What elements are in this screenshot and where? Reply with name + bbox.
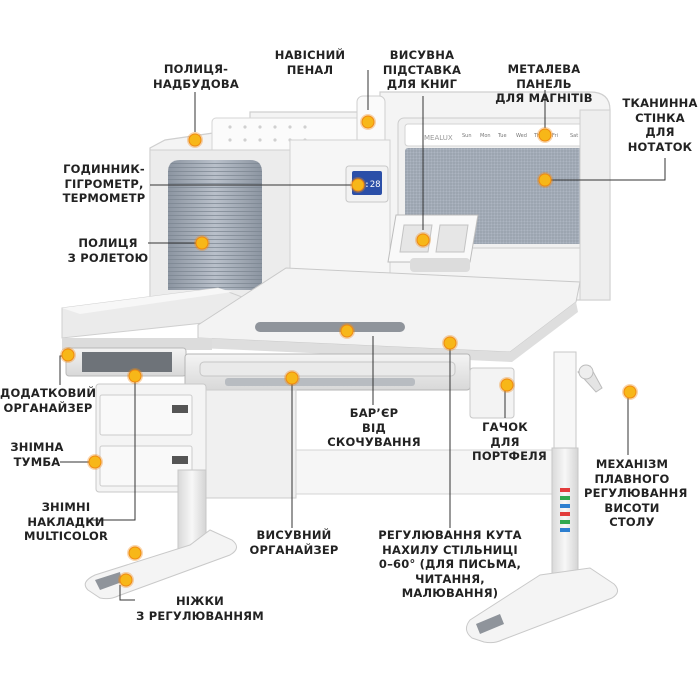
marker-inner-drawer (127, 368, 143, 384)
roller-shelf (168, 160, 262, 290)
marker-pencil-case (360, 114, 376, 130)
svg-text:Sat: Sat (570, 133, 578, 139)
hutch: 11:28 MEALUX Sun Mon Tue Wed Thu Fri Sat (149, 91, 611, 301)
removable-cabinet (95, 383, 297, 499)
weekday-strip: Sun Mon Tue Wed Thu Fri Sat (462, 133, 578, 139)
label-extra-organizer: ДОДАТКОВИЙ ОРГАНАЙЗЕР (0, 386, 97, 415)
label-height-mechanism: МЕХАНІЗМ ПЛАВНОГО РЕГУЛЮВАННЯ ВИСОТИ СТО… (584, 457, 688, 529)
label-book-stand: ВИСУВНА ПІДСТАВКА ДЛЯ КНИГ (382, 48, 462, 91)
svg-text:Tue: Tue (497, 133, 507, 139)
book-stand (387, 214, 479, 272)
label-shelf-top: ПОЛИЦЯ- НАДБУДОВА (153, 62, 239, 91)
clock-digits: 11:28 (353, 180, 380, 190)
marker-height-mechanism (622, 384, 638, 400)
label-metal-panel: МЕТАЛЕВА ПАНЕЛЬ ДЛЯ МАГНІТІВ (495, 62, 593, 105)
marker-bag-hook (499, 377, 515, 393)
label-pencil-case: НАВІСНИЙ ПЕНАЛ (274, 48, 346, 77)
svg-text:Mon: Mon (480, 133, 491, 139)
label-bag-hook: ГАЧОК ДЛЯ ПОРТФЕЛЯ (472, 420, 547, 463)
marker-feet (118, 572, 134, 588)
label-fabric-wall: ТКАНИННА СТІНКА ДЛЯ НОТАТОК (622, 96, 698, 154)
label-tilt-adjust: РЕГУЛЮВАННЯ КУТА НАХИЛУ СТІЛЬНИЦІ 0–60° … (378, 528, 522, 600)
leader-lines (59, 70, 666, 601)
right-leg (466, 351, 618, 644)
desk-top (61, 267, 581, 362)
marker-slip-barrier (339, 323, 355, 339)
svg-text:Thu: Thu (533, 133, 543, 139)
marker-book-stand (415, 232, 431, 248)
marker-drawer-organizer (284, 370, 300, 386)
marker-fabric-wall (537, 172, 553, 188)
multicolor-strip (560, 488, 570, 532)
slip-barrier (255, 322, 405, 332)
label-multicolor-covers: ЗНІМНІ НАКЛАДКИ MULTICOLOR (23, 500, 109, 543)
marker-tilt (442, 335, 458, 351)
label-removable-cabinet: ЗНІМНА ТУМБА (10, 440, 64, 469)
svg-text:Sun: Sun (462, 133, 472, 139)
svg-text:Wed: Wed (516, 133, 527, 139)
marker-removable-cabinet (87, 454, 103, 470)
label-slip-barrier: БАР’ЄР ВІД СКОЧУВАННЯ (327, 406, 421, 449)
back-crossbar (295, 449, 557, 495)
label-clock: ГОДИННИК- ГІГРОМЕТР, ТЕРМОМЕТР (62, 162, 146, 205)
label-roller-shelf: ПОЛИЦЯ З РОЛЕТОЮ (67, 236, 149, 265)
hotspot-markers (60, 114, 638, 588)
marker-multicolor (127, 545, 143, 561)
marker-metal-panel (537, 127, 553, 143)
drawers (65, 347, 515, 419)
bag-hook-panel (469, 367, 515, 419)
svg-text:Fri: Fri (552, 133, 558, 139)
label-feet: НІЖКИ З РЕГУЛЮВАННЯМ (136, 594, 264, 623)
brand-mark: MEALUX (424, 134, 453, 142)
marker-clock (350, 177, 366, 193)
marker-extra-organizer (60, 347, 76, 363)
marker-roller-shelf (194, 235, 210, 251)
marker-shelf-top (187, 132, 203, 148)
label-drawer-organizer: ВИСУВНИЙ ОРГАНАЙЗЕР (249, 528, 339, 557)
